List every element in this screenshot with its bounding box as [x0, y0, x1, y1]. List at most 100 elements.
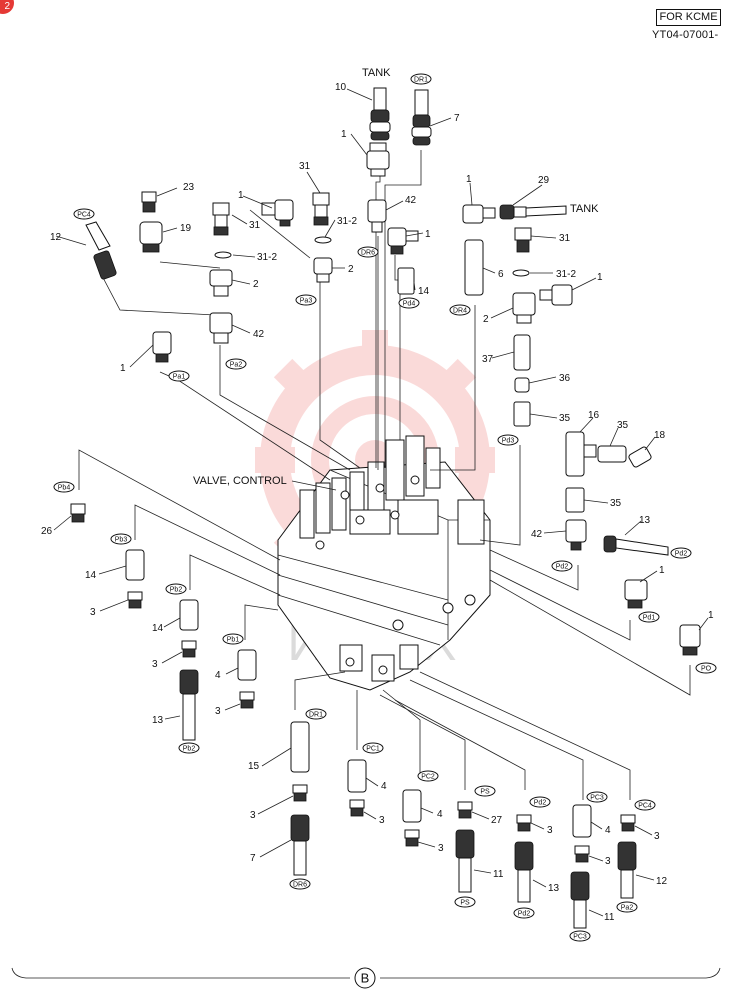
svg-text:Pb4: Pb4 — [58, 485, 71, 492]
callout-1-dr4: 1 — [466, 174, 472, 185]
adapter-2-left — [209, 269, 233, 297]
svg-text:Pb2: Pb2 — [170, 587, 183, 594]
elbow-1-po — [679, 624, 701, 656]
callout-16: 16 — [588, 410, 600, 421]
plug-3-pc3 — [574, 845, 590, 863]
plug-27-ps — [457, 801, 473, 819]
plug-26 — [70, 503, 86, 523]
port-pd2-hose: Pd2 — [670, 547, 692, 559]
callout-42-pd2: 42 — [531, 529, 543, 540]
svg-text:Pb1: Pb1 — [227, 637, 240, 644]
tank-label-top: TANK — [362, 67, 391, 79]
callout-14-pb3: 14 — [85, 570, 97, 581]
adapter-42-pa2 — [209, 312, 233, 344]
elbow-19 — [139, 221, 163, 253]
port-pa3: Pa3 — [295, 294, 317, 306]
adapter-42-pd2 — [565, 519, 587, 551]
plug-3-pc1 — [349, 799, 365, 817]
svg-text:Pa1: Pa1 — [173, 374, 186, 381]
port-pc1: PC1 — [362, 742, 384, 754]
callout-2-left: 2 — [253, 279, 259, 290]
callout-2-pa3: 2 — [348, 264, 354, 275]
callout-6: 6 — [498, 269, 504, 280]
adapter-35-low — [565, 487, 585, 513]
callout-3-pc3: 3 — [605, 856, 611, 867]
hose-11-ps — [455, 829, 475, 893]
adapter-1-top — [366, 142, 390, 177]
port-dr1-bottom: DR1 — [305, 708, 327, 720]
svg-text:DR6: DR6 — [293, 882, 307, 889]
callout-3-pb3: 3 — [90, 607, 96, 618]
svg-text:PO: PO — [701, 666, 712, 673]
hose-12-pc4 — [617, 841, 637, 899]
callout-11-ps: 11 — [493, 869, 504, 880]
port-pa1: Pa1 — [168, 370, 190, 382]
port-pc4-low: PC4 — [634, 799, 656, 811]
port-pb3: Pb3 — [110, 533, 132, 545]
oring-31-2-left — [214, 251, 232, 259]
adapter-2-pa3 — [313, 257, 333, 283]
hose-10-tank — [369, 87, 391, 141]
callout-14-pb2: 14 — [152, 623, 164, 634]
callout-31-left: 31 — [249, 220, 261, 231]
callout-26: 26 — [41, 526, 53, 537]
callout-27: 27 — [491, 815, 503, 826]
svg-text:PC3: PC3 — [590, 795, 604, 802]
pipe-15-dr1 — [290, 721, 310, 773]
port-pa2-bottom: Pa2 — [616, 901, 638, 913]
hose-29-tank — [499, 204, 567, 220]
svg-text:DR4: DR4 — [453, 308, 467, 315]
callout-1-pd1: 1 — [659, 565, 665, 576]
hose-11-pc3 — [570, 871, 590, 929]
hose-13-pb2 — [179, 669, 199, 741]
svg-text:Pa2: Pa2 — [621, 905, 634, 912]
callout-3-pb2: 3 — [152, 659, 158, 670]
callout-3-pc4: 3 — [654, 831, 660, 842]
adapter-4-pc2 — [402, 789, 422, 823]
callout-12-pc4: 12 — [656, 876, 668, 887]
svg-text:PC2: PC2 — [421, 774, 435, 781]
callout-42-dr6: 42 — [405, 195, 417, 206]
svg-text:Pd2: Pd2 — [556, 564, 569, 571]
variant-box: FOR KCME — [656, 9, 721, 26]
callout-numbers: 10 7 1 31 1 31 31-2 23 19 31-2 2 42 12 2… — [41, 82, 714, 923]
svg-text:Pd3: Pd3 — [502, 438, 515, 445]
svg-text:Pa2: Pa2 — [230, 362, 243, 369]
callout-4-pc3: 4 — [605, 825, 611, 836]
plug-23 — [141, 191, 157, 213]
adapter-14-pb2 — [179, 599, 199, 631]
port-pd3: Pd3 — [497, 434, 519, 446]
callout-31-center: 31 — [299, 161, 311, 172]
adapter-2-right — [512, 292, 536, 324]
elbow-1-left-top — [261, 199, 294, 227]
port-pd2-low: Pd2 — [529, 796, 551, 808]
oring-31-2-center — [314, 236, 332, 244]
port-pb4: Pb4 — [53, 481, 75, 493]
plug-3-pb3 — [127, 591, 143, 609]
footer-marker-b: B — [361, 971, 370, 986]
callout-4-pc2: 4 — [437, 809, 443, 820]
elbow-1-dr4 — [462, 204, 496, 224]
adapter-35-pd3 — [513, 401, 531, 427]
port-dr6-bottom: DR6 — [289, 878, 311, 890]
callout-37: 37 — [482, 354, 494, 365]
callout-1-far-right: 1 — [597, 272, 603, 283]
callout-13-pb2: 13 — [152, 715, 164, 726]
port-pb1: Pb1 — [222, 633, 244, 645]
oring-31-2-right — [512, 269, 530, 277]
control-valve-body — [277, 435, 491, 691]
callout-3-pc2: 3 — [438, 843, 444, 854]
svg-text:PC4: PC4 — [77, 212, 91, 219]
hose-7-dr6 — [290, 814, 310, 876]
port-labels: PC4 DR1 DR6 Pa3 Pd4 DR4 Pa2 Pa1 Pd3 Pb4 … — [53, 73, 717, 942]
elbow-1-pa1 — [152, 331, 172, 363]
callout-31-right: 31 — [559, 233, 571, 244]
svg-text:PS: PS — [460, 900, 470, 907]
elbow-1-pd1 — [624, 579, 648, 609]
callout-3-dr1: 3 — [250, 810, 256, 821]
port-pd4: Pd4 — [398, 297, 420, 309]
tee-16 — [565, 431, 597, 477]
callout-1-right-top: 1 — [425, 229, 431, 240]
pressure-sensor-31-right — [514, 227, 532, 253]
